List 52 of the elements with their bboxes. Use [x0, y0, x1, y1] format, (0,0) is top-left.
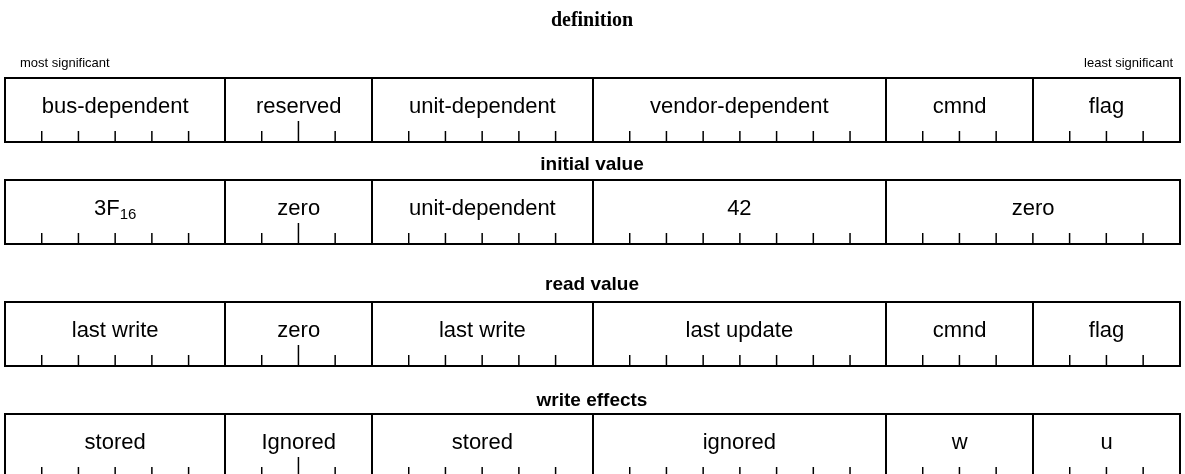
- register-field: [591, 413, 888, 474]
- field-label: unit-dependent: [407, 195, 557, 221]
- bit-order-label: most significant: [20, 55, 110, 70]
- field-label: flag: [1087, 93, 1126, 119]
- register-field: [4, 179, 227, 245]
- register-field: [224, 179, 374, 245]
- register-field: [1032, 413, 1181, 474]
- field-label: zero: [1010, 195, 1056, 221]
- register-field: [371, 413, 594, 474]
- register-field: [224, 77, 374, 143]
- field-label: reserved: [254, 93, 343, 119]
- field-label: stored: [83, 429, 147, 455]
- register-field: [591, 179, 888, 245]
- register-field: [885, 301, 1035, 367]
- field-label: 3F$_{16}$: [92, 195, 138, 221]
- field-label: cmnd: [931, 317, 988, 343]
- register-field: [4, 77, 227, 143]
- field-label: last update: [684, 317, 795, 343]
- field-label: zero: [276, 195, 322, 221]
- field-label: u: [1099, 429, 1114, 455]
- register-field: [1032, 77, 1181, 143]
- register-field: [371, 77, 594, 143]
- row-heading: definition: [550, 8, 634, 31]
- register-field: [885, 77, 1035, 143]
- field-label: bus-dependent: [40, 93, 190, 119]
- register-field: [371, 179, 594, 245]
- register-field: [885, 179, 1181, 245]
- register-field: [1032, 301, 1181, 367]
- field-label: unit-dependent: [407, 93, 557, 119]
- field-label: flag: [1087, 317, 1126, 343]
- row-heading: write effects: [536, 389, 648, 411]
- register-field: [224, 301, 374, 367]
- field-label: last write: [437, 317, 527, 343]
- field-label: last write: [70, 317, 160, 343]
- register-field: [591, 301, 888, 367]
- field-label: ignored: [701, 429, 778, 455]
- register-field: [371, 301, 594, 367]
- register-field: [4, 413, 227, 474]
- field-label: stored: [450, 429, 514, 455]
- field-label: cmnd: [931, 93, 988, 119]
- field-label: w: [950, 429, 969, 455]
- field-label: zero: [276, 317, 322, 343]
- bit-order-label: least significant: [1084, 55, 1173, 70]
- field-label: Ignored: [260, 429, 338, 455]
- register-field: [224, 413, 374, 474]
- row-heading: read value: [545, 273, 639, 295]
- register-field: [4, 301, 227, 367]
- register-field: [591, 77, 888, 143]
- field-label: 42: [726, 195, 753, 221]
- field-label: vendor-dependent: [649, 93, 830, 119]
- row-heading: initial value: [540, 153, 644, 175]
- register-field: [885, 413, 1035, 474]
